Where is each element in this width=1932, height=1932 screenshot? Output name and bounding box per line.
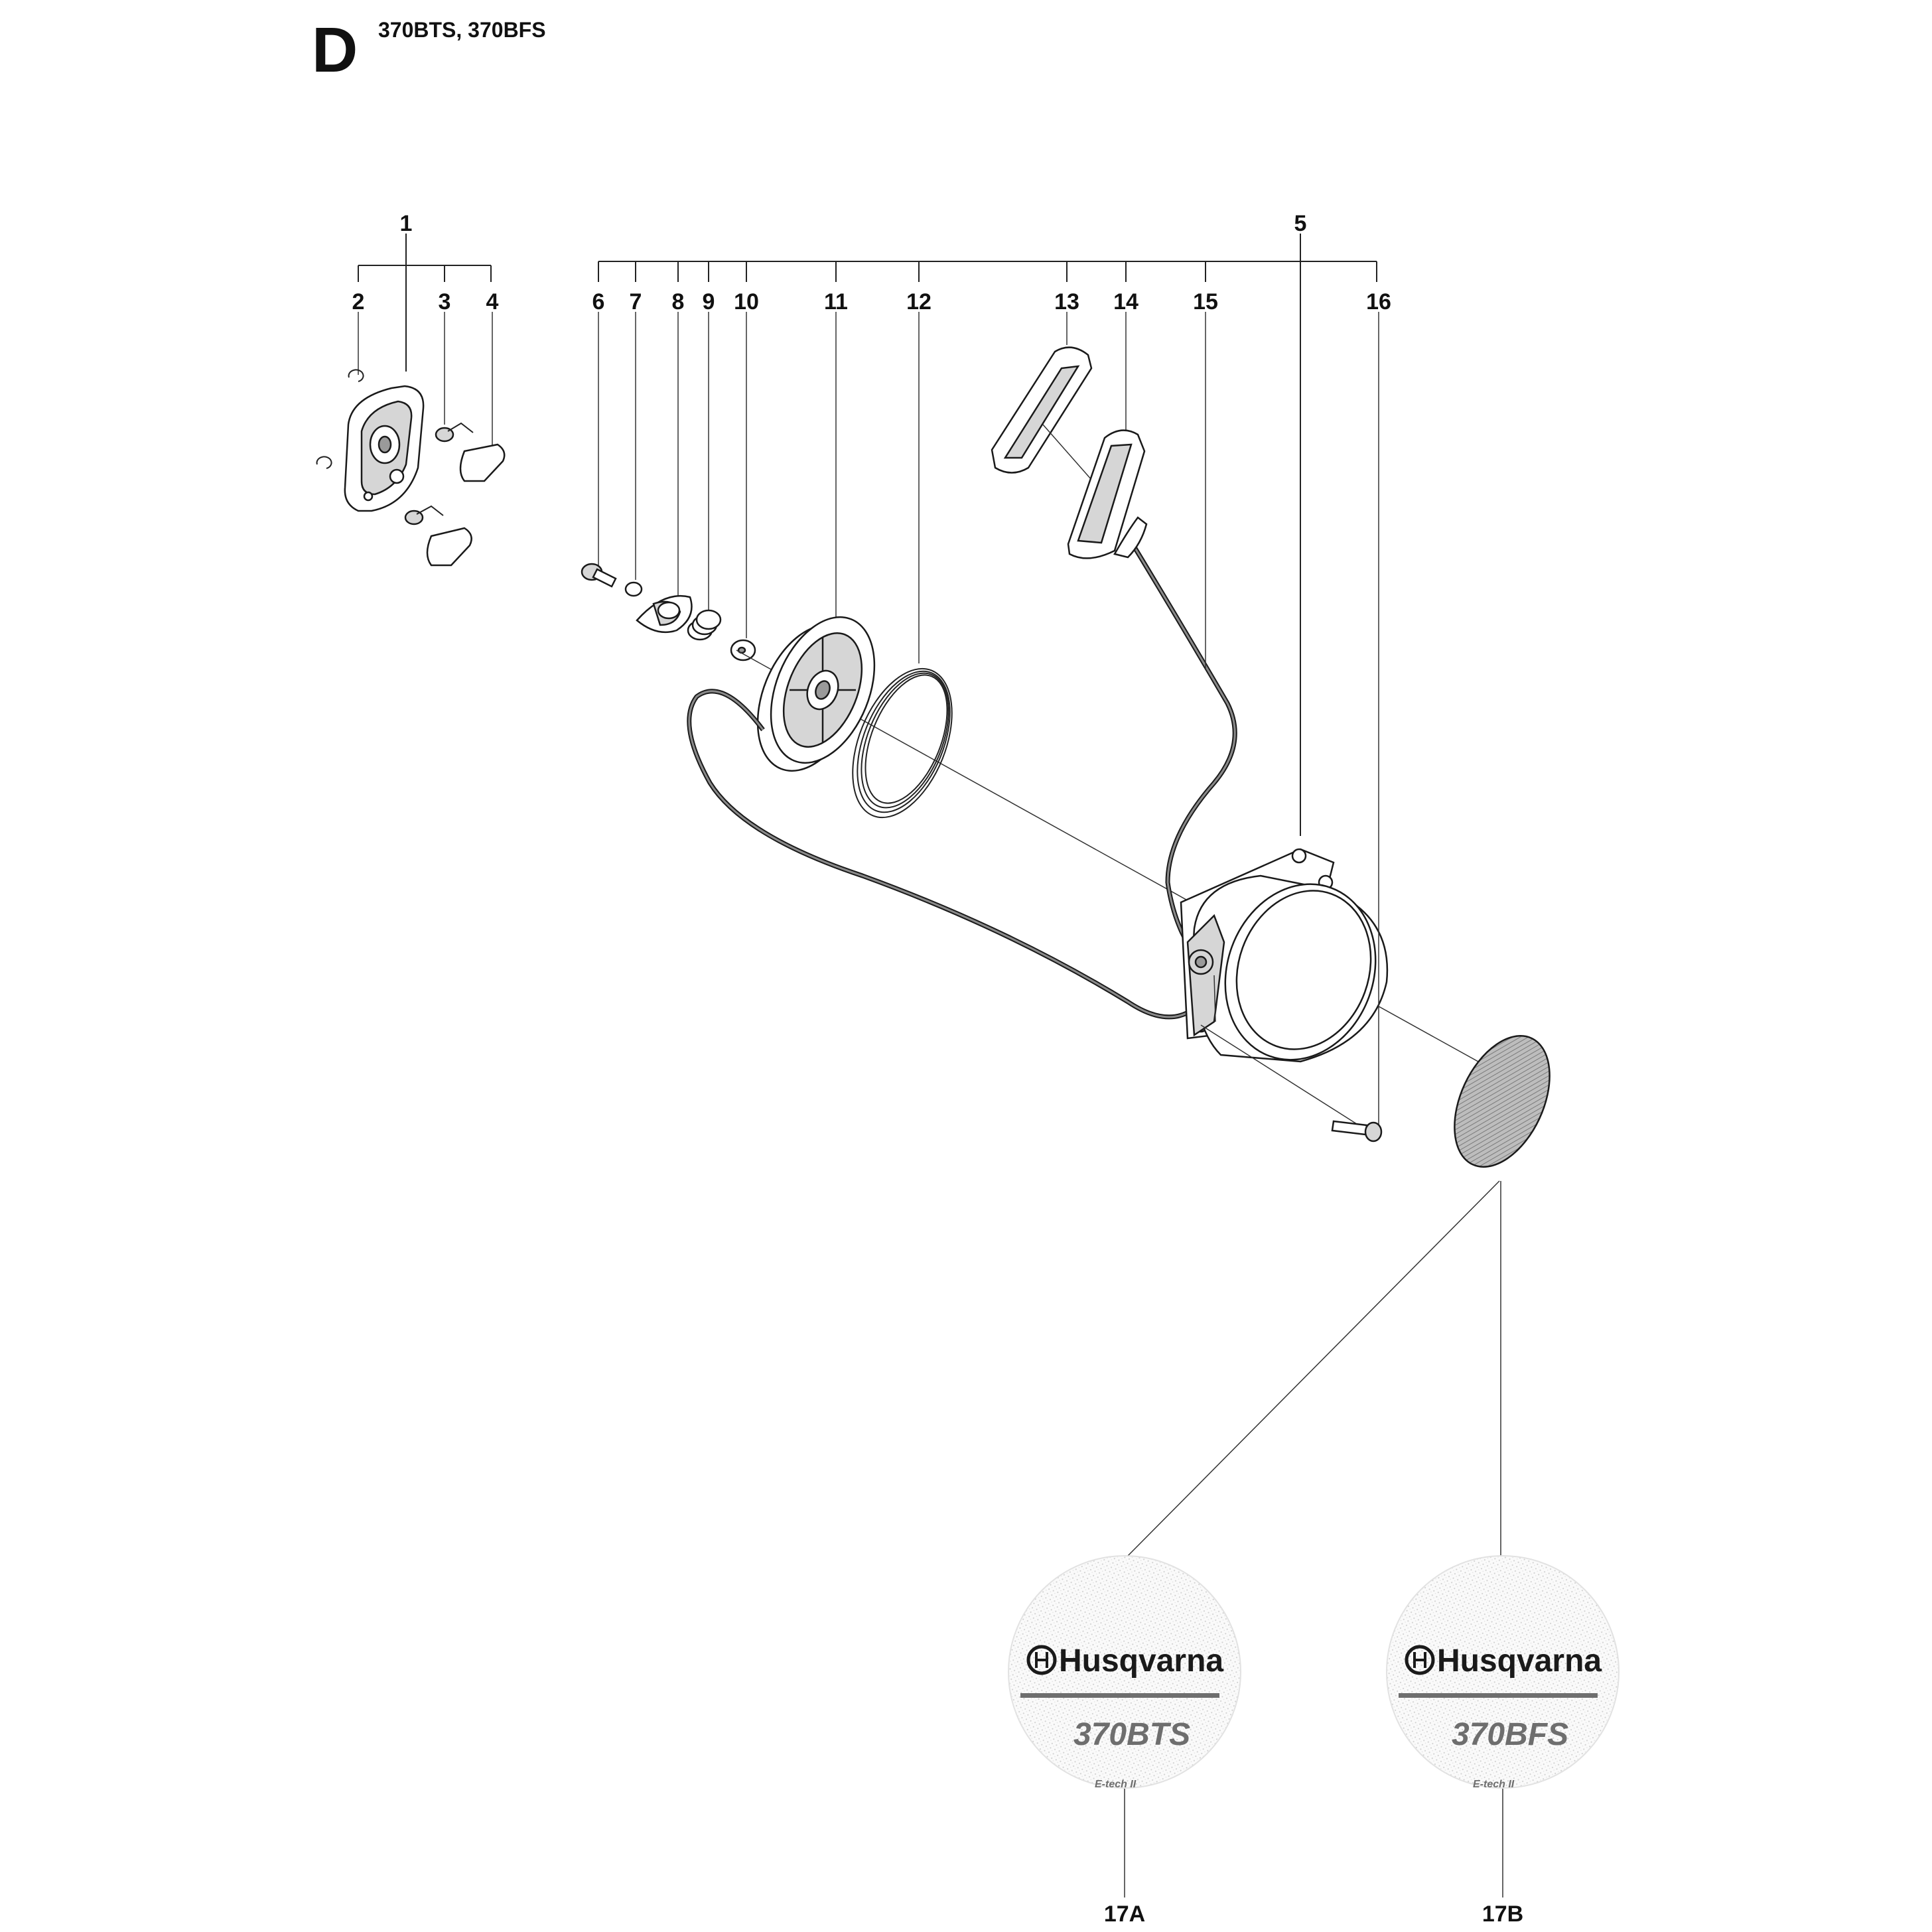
callout-9: 9	[703, 289, 715, 314]
callout-15: 15	[1193, 289, 1218, 314]
recoil-spring	[852, 312, 953, 819]
callout-17b: 17B	[1482, 1901, 1523, 1927]
callout-16: 16	[1366, 289, 1391, 314]
decal-subtitle: E-tech II	[1095, 1779, 1137, 1790]
leader-17a	[1124, 1180, 1500, 1560]
starter-housing	[1180, 848, 1389, 1063]
washer-10	[730, 639, 756, 661]
callout-17a: 17A	[1104, 1901, 1145, 1927]
rope-pulley	[756, 312, 876, 772]
callout-7: 7	[630, 289, 642, 314]
centre-screw	[581, 312, 747, 638]
callout-2: 2	[352, 289, 365, 314]
decal-subtitle: E-tech II	[1473, 1779, 1515, 1790]
callout-1: 1	[400, 211, 413, 236]
coil-spring-9	[687, 609, 722, 641]
bracket-group-5	[598, 234, 1377, 836]
callout-10: 10	[734, 289, 759, 314]
pawl-plate-assembly	[316, 312, 506, 567]
callout-6: 6	[592, 289, 605, 314]
callout-3: 3	[439, 289, 451, 314]
decal-model: 370BFS	[1452, 1717, 1568, 1752]
decal-370bfs: Husqvarna 370BFS E-tech II	[1386, 1555, 1620, 1790]
callout-5: 5	[1294, 211, 1307, 236]
callout-13: 13	[1054, 289, 1079, 314]
callout-11: 11	[824, 289, 848, 314]
decal-model: 370BTS	[1073, 1717, 1190, 1752]
bracket-group-1	[358, 234, 492, 372]
decal-370bts: Husqvarna 370BTS E-tech II	[1008, 1555, 1241, 1790]
starter-handle-insert	[991, 312, 1102, 492]
callout-14: 14	[1113, 289, 1138, 314]
washer-7	[624, 581, 643, 597]
callout-8: 8	[672, 289, 685, 314]
husqvarna-logo-icon	[1026, 1645, 1057, 1675]
husqvarna-logo-icon	[1405, 1645, 1435, 1675]
starter-pawl	[636, 594, 693, 634]
model-list: 370BTS, 370BFS	[378, 18, 546, 42]
callout-4: 4	[486, 289, 499, 314]
callout-12: 12	[906, 289, 932, 314]
section-letter: D	[312, 15, 358, 86]
housing-screw	[1200, 312, 1383, 1142]
starter-handle	[1067, 312, 1148, 559]
starter-rope	[687, 312, 1237, 1020]
housing-decal-patch	[1454, 1035, 1551, 1168]
decal-brand: Husqvarna	[1059, 1643, 1223, 1679]
decal-brand: Husqvarna	[1437, 1643, 1602, 1679]
